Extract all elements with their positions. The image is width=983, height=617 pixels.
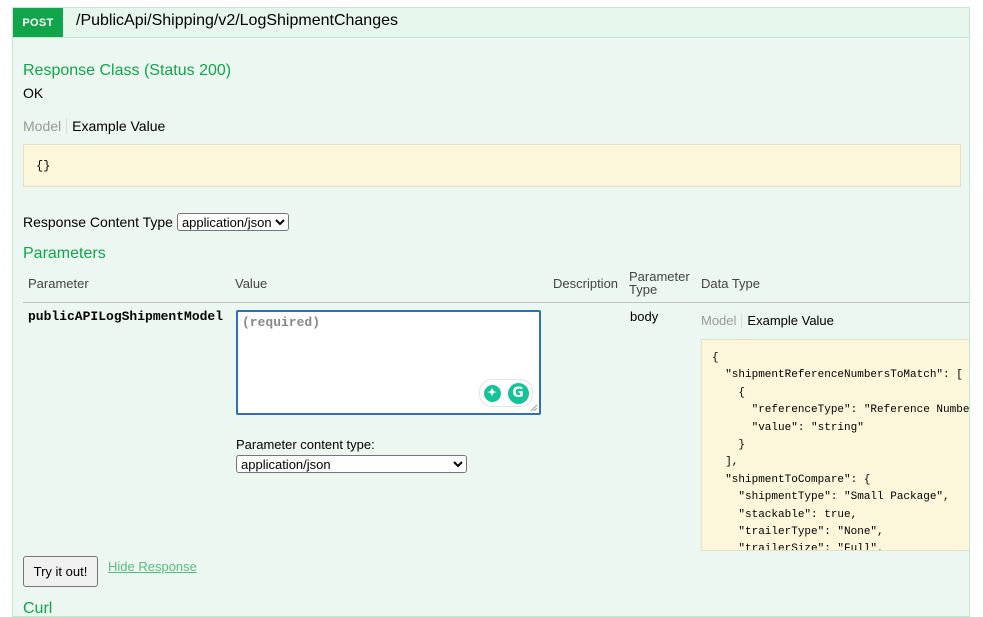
curl-heading: Curl — [23, 600, 53, 617]
grammarly-icon[interactable]: G — [507, 382, 529, 404]
resize-handle-icon[interactable] — [530, 404, 538, 412]
parameter-type-value: body — [630, 309, 659, 324]
parameters-heading: Parameters — [23, 245, 106, 262]
response-content-type-select[interactable]: application/json — [176, 213, 289, 231]
data-type-tabs: Model Example Value — [701, 313, 834, 328]
example-json-box[interactable]: { "shipmentReferenceNumbersToMatch": [ {… — [701, 339, 970, 551]
data-type-tab-example-value[interactable]: Example Value — [747, 313, 834, 328]
response-example-code: {} — [23, 144, 961, 187]
column-header-parameter: Parameter — [28, 276, 89, 291]
textarea-placeholder: (required) — [242, 315, 321, 330]
example-json-code: { "shipmentReferenceNumbersToMatch": [ {… — [712, 352, 970, 551]
operation-header[interactable]: POST /PublicApi/Shipping/v2/LogShipmentC… — [13, 8, 969, 38]
endpoint-path[interactable]: /PublicApi/Shipping/v2/LogShipmentChange… — [76, 12, 398, 29]
column-header-data-type: Data Type — [701, 276, 761, 291]
response-model-tabs: Model Example Value — [23, 118, 165, 134]
grammarly-widget[interactable]: ✦ G — [479, 379, 533, 407]
parameter-name: publicAPILogShipmentModel — [28, 309, 224, 324]
tab-example-value[interactable]: Example Value — [72, 118, 166, 134]
column-header-parameter-type-line2: Type — [629, 282, 658, 297]
parameter-value-textarea[interactable]: (required) ✦ G — [236, 310, 541, 415]
response-content-type-label: Response Content Type — [23, 214, 173, 230]
http-method-badge: POST — [13, 8, 63, 37]
tab-model[interactable]: Model — [23, 118, 68, 134]
operation-panel: POST /PublicApi/Shipping/v2/LogShipmentC… — [12, 7, 970, 617]
data-type-tab-model[interactable]: Model — [701, 313, 743, 328]
column-header-value: Value — [235, 276, 268, 291]
column-header-parameter-type-line1: Parameter — [629, 269, 690, 284]
response-content-type-row: Response Content Type application/json — [23, 213, 289, 231]
response-class-heading: Response Class (Status 200) — [23, 62, 232, 79]
hide-response-link[interactable]: Hide Response — [108, 559, 197, 574]
column-header-parameter-type: Parameter Type — [629, 270, 690, 296]
try-it-out-button[interactable]: Try it out! — [23, 556, 98, 587]
response-status-text: OK — [23, 85, 44, 101]
lightbulb-icon[interactable]: ✦ — [483, 384, 501, 402]
column-header-description: Description — [553, 276, 619, 291]
table-header-divider — [23, 302, 969, 303]
parameter-content-type-select[interactable]: application/json — [236, 455, 467, 473]
parameter-content-type-label: Parameter content type: — [236, 437, 375, 452]
